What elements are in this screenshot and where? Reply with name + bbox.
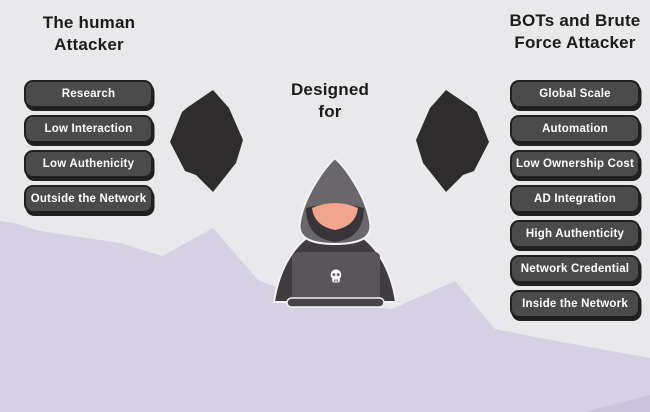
right-gem-arrow-icon [416,90,489,192]
left-title-line1: The human [42,13,136,32]
pill-low-authenicity: Low Authenicity [24,150,153,178]
laptop-base [286,297,385,308]
purple-corner-wedge [584,395,650,412]
purple-mountain-wave [0,221,650,412]
left-title-line2: Attacker [54,35,124,54]
pill-low-interaction: Low Interaction [24,115,153,143]
pill-outside-the-network: Outside the Network [24,185,153,213]
pill-low-ownership-cost: Low Ownership Cost [510,150,640,178]
right-column-title: BOTs and Brute Force Attacker [494,10,650,54]
center-title: Designed for [250,79,410,123]
right-title-line2: Force Attacker [514,33,636,52]
hooded-hacker-illustration [272,156,398,308]
pill-research: Research [24,80,153,108]
left-gem-arrow-icon [170,90,243,192]
pill-ad-integration: AD Integration [510,185,640,213]
pill-automation: Automation [510,115,640,143]
hacker-face [312,203,358,230]
pill-global-scale: Global Scale [510,80,640,108]
skull-icon [330,269,342,283]
pill-high-authenticity: High Authenticity [510,220,640,248]
pill-network-credential: Network Credential [510,255,640,283]
pill-inside-the-network: Inside the Network [510,290,640,318]
center-title-line1: Designed [290,80,370,99]
center-title-line2: for [318,102,342,121]
right-title-line1: BOTs and Brute [509,11,641,30]
left-column-title: The human Attacker [8,12,170,56]
